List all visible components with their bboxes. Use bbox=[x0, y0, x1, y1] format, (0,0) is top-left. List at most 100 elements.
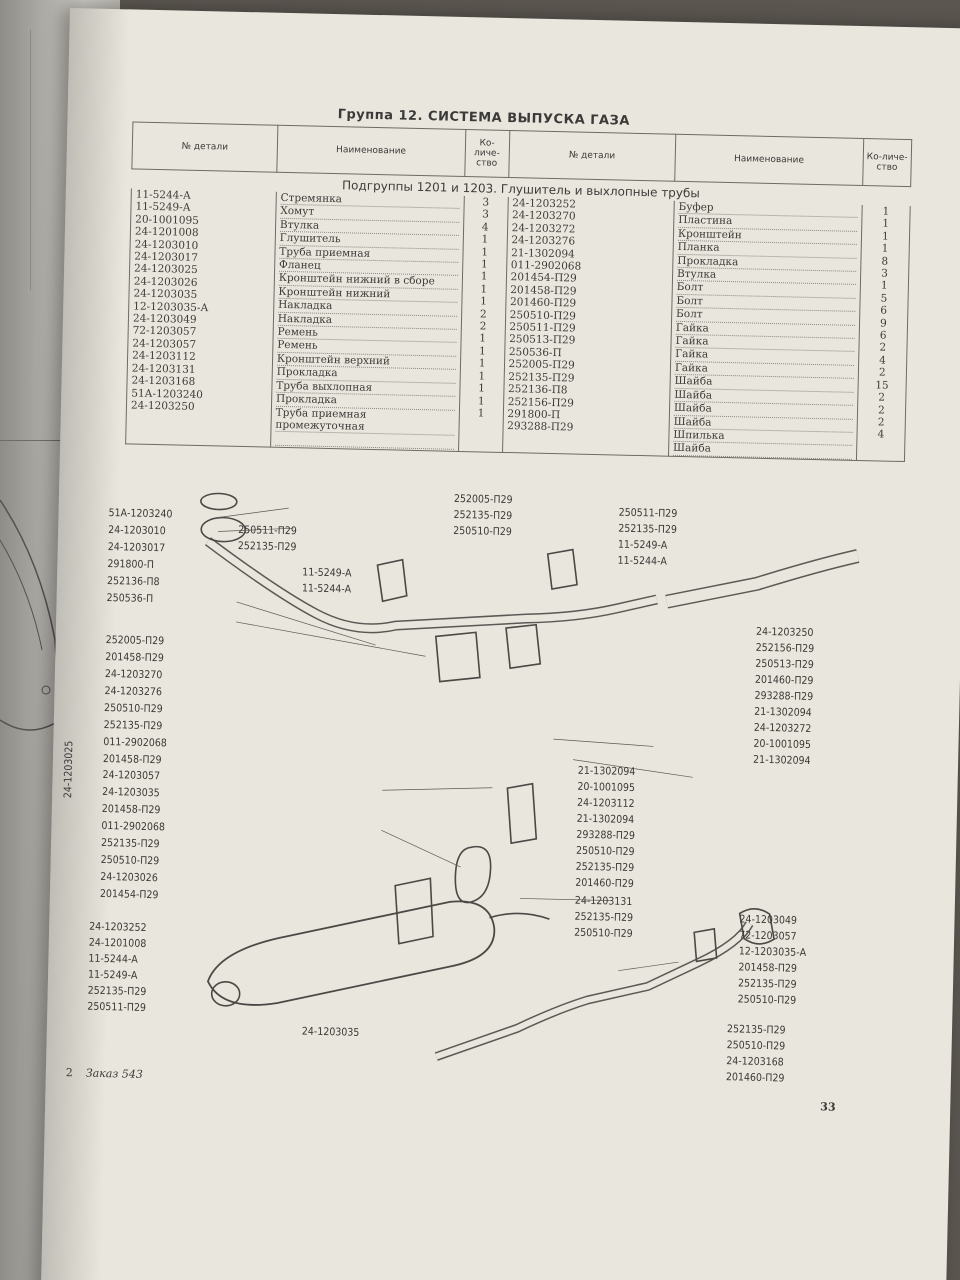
callout-label: 250536-П bbox=[106, 591, 154, 606]
callout-label: 24-1203010 bbox=[108, 524, 166, 538]
callout-label: 250510-П29 bbox=[575, 844, 635, 859]
callout-label: 252135-П29 bbox=[726, 1023, 786, 1037]
callout-label: 24-1203252 bbox=[89, 920, 147, 934]
callout-label: 250510-П29 bbox=[737, 993, 797, 1007]
callout-label: 252136-П8 bbox=[106, 574, 160, 589]
right-qty: 2 bbox=[877, 403, 885, 417]
right-qty: 6 bbox=[880, 304, 888, 317]
callout-label: 250511-П29 bbox=[87, 1000, 147, 1014]
muffler-inlet bbox=[489, 912, 550, 920]
intermediate-pipe-inner bbox=[665, 550, 859, 608]
callout-label: 21-1302094 bbox=[754, 705, 812, 720]
left-qty: 2 bbox=[479, 308, 487, 321]
callout-label: 252005-П29 bbox=[453, 492, 513, 507]
callout-label: 24-1203025 bbox=[62, 740, 76, 799]
bracket-upper bbox=[505, 623, 542, 670]
callout-label: 252135-П29 bbox=[737, 977, 797, 991]
callout-label: 250510-П29 bbox=[453, 524, 512, 539]
left-qty: 3 bbox=[482, 208, 489, 221]
front-pipe-inner bbox=[205, 538, 658, 632]
left-qty: 1 bbox=[481, 233, 489, 246]
prev-page-rule bbox=[0, 440, 85, 441]
gasket bbox=[200, 492, 238, 511]
callout-label: 252135-П29 bbox=[574, 910, 634, 925]
col-qty-2: Ко-личе-ство bbox=[862, 138, 912, 187]
callout-label: 24-1203250 bbox=[755, 625, 814, 640]
col-name: Наименование bbox=[276, 125, 466, 177]
callout-label: 250511-П29 bbox=[238, 523, 297, 538]
callout-label: 252135-П29 bbox=[103, 718, 163, 733]
left-qty: 1 bbox=[478, 357, 486, 370]
callout-label: 24-1203057 bbox=[102, 768, 161, 783]
right-qty: 3 bbox=[881, 267, 888, 280]
left-qty: 1 bbox=[478, 370, 486, 383]
callout-label: 201454-П29 bbox=[99, 887, 159, 902]
callout-label: 252135-П29 bbox=[87, 984, 147, 998]
left-qty: 1 bbox=[480, 283, 488, 296]
callout-label: 24-1203017 bbox=[107, 540, 166, 555]
right-qty: 9 bbox=[879, 317, 887, 330]
callout-label: 252135-П29 bbox=[618, 522, 678, 536]
callout-label: 24-1203131 bbox=[574, 894, 633, 908]
left-qty: 4 bbox=[481, 221, 489, 234]
col-part-number-2: № детали bbox=[508, 130, 676, 182]
lower-bracket bbox=[394, 877, 434, 945]
right-qty: 1 bbox=[882, 205, 890, 218]
callout-label: 51А-1203240 bbox=[108, 507, 173, 521]
callout-label: 252135-П29 bbox=[453, 508, 513, 523]
right-qty: 2 bbox=[878, 391, 886, 404]
callout-label: 252005-П29 bbox=[105, 633, 165, 648]
left-qty: 2 bbox=[479, 320, 487, 333]
left-qty: 1 bbox=[478, 382, 486, 395]
callout-label: 250513-П29 bbox=[755, 657, 815, 672]
right-qty: 1 bbox=[881, 242, 889, 255]
right-qty: 8 bbox=[881, 255, 889, 268]
callout-label: 24-1203112 bbox=[576, 796, 635, 811]
right-qty: 6 bbox=[879, 329, 887, 342]
page-title: Группа 12. СИСТЕМА ВЫПУСКА ГАЗА bbox=[337, 107, 631, 129]
callout-label: 250510-П29 bbox=[726, 1039, 786, 1053]
callout-label: 252156-П29 bbox=[755, 641, 815, 656]
col-part-number: № детали bbox=[131, 121, 278, 173]
right-qty: 1 bbox=[880, 279, 888, 293]
callout-label: 252135-П29 bbox=[100, 836, 160, 851]
callout-label: 21-1302094 bbox=[752, 753, 811, 767]
callout-label: 011-2902068 bbox=[103, 735, 167, 750]
callout-label: 291800-П bbox=[107, 557, 155, 572]
callout-label: 21-1302094 bbox=[577, 764, 636, 779]
muffler-outlet bbox=[210, 980, 241, 1007]
exhaust-system-diagram bbox=[200, 492, 860, 1061]
callout-label: 24-1201008 bbox=[88, 936, 147, 950]
rear-strap bbox=[738, 907, 775, 945]
right-part: 293288-П29 bbox=[507, 420, 574, 434]
left-name: Труба приемная промежуточная bbox=[275, 406, 455, 437]
right-qty: 1 bbox=[881, 230, 889, 243]
col-qty: Ко-личе-ство bbox=[464, 129, 510, 178]
callout-label: 201458-П29 bbox=[738, 961, 798, 975]
callout-label: 11-5249-А bbox=[87, 968, 138, 982]
left-name bbox=[274, 432, 454, 450]
callout-label: 12-1203035-А bbox=[738, 945, 807, 959]
clamp-left bbox=[376, 558, 408, 603]
callout-label: 24-1203276 bbox=[104, 684, 163, 699]
right-qty: 4 bbox=[879, 354, 887, 367]
right-qty: 2 bbox=[879, 341, 887, 355]
callout-label: 21-1302094 bbox=[576, 812, 635, 827]
callout-label: 201458-П29 bbox=[102, 752, 162, 767]
callout-label: 11-5244-А bbox=[88, 952, 138, 966]
prev-page-rule bbox=[30, 30, 31, 290]
right-qty: 1 bbox=[882, 217, 890, 231]
callout-label: 201458-П29 bbox=[101, 802, 161, 817]
left-qty: 3 bbox=[482, 196, 490, 209]
tail-pipe-inner bbox=[435, 922, 753, 1060]
left-qty: 1 bbox=[480, 270, 488, 283]
callout-label: 11-5249-А bbox=[617, 538, 668, 552]
left-qty: 1 bbox=[478, 345, 486, 358]
callout-label: 20-1001095 bbox=[577, 780, 636, 795]
right-qty: 2 bbox=[877, 416, 885, 429]
callout-label: 011-2902068 bbox=[101, 819, 166, 834]
